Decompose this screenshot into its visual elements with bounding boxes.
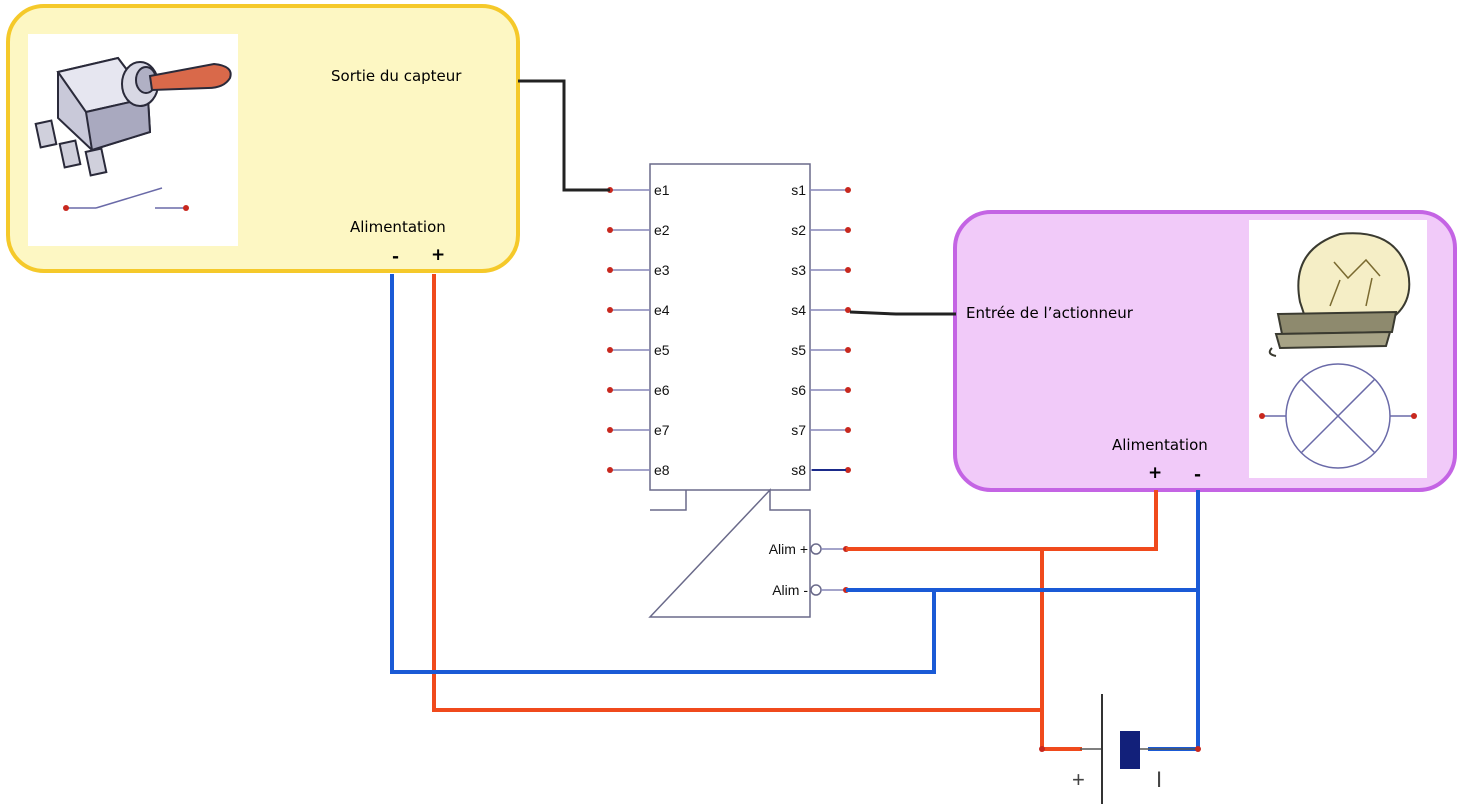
- input-pin-label: e6: [654, 382, 670, 398]
- input-pin-label: e3: [654, 262, 670, 278]
- wire-sensor-minus: [390, 274, 936, 674]
- actuator-power-label: Alimentation: [1112, 436, 1208, 454]
- output-pin-s7: s7: [791, 422, 851, 438]
- lamp-symbol: [1259, 363, 1417, 469]
- input-pin-e3: e3: [607, 262, 670, 278]
- input-pin-label: e2: [654, 222, 670, 238]
- sensor-plus-sign: +: [431, 245, 445, 265]
- output-pin-s2: s2: [791, 222, 851, 238]
- toggle-switch-image: [34, 56, 232, 177]
- input-pin-e6: e6: [607, 382, 670, 398]
- output-pin-s1: s1: [791, 182, 851, 198]
- wire-plus-bus: [1040, 549, 1082, 751]
- light-bulb-image: [1268, 232, 1411, 357]
- output-pin-s6: s6: [791, 382, 851, 398]
- input-pins: e1 e2 e3 e4 e5 e6 e7 e8: [607, 182, 670, 478]
- input-pin-label: e1: [654, 182, 670, 198]
- actuator-box: Entrée de l’actionneur Alimentation + -: [953, 210, 1457, 492]
- switch-symbol: [63, 187, 189, 211]
- output-pin-s5: s5: [791, 342, 851, 358]
- sensor-box: Sortie du capteur Alimentation - +: [6, 4, 520, 273]
- actuator-minus-sign: -: [1194, 465, 1201, 485]
- input-pin-e4: e4: [607, 302, 670, 318]
- wire-sensor-to-e1: [518, 79, 610, 192]
- wire-alim-plus: [846, 490, 1158, 551]
- actuator-plus-sign: +: [1148, 463, 1162, 483]
- output-pin-label: s2: [791, 222, 806, 238]
- output-pin-label: s5: [791, 342, 806, 358]
- output-pin-label: s1: [791, 182, 806, 198]
- output-pin-s4: s4: [791, 302, 851, 318]
- output-pin-label: s3: [791, 262, 806, 278]
- input-pin-label: e4: [654, 302, 670, 318]
- input-pin-label: e8: [654, 462, 670, 478]
- alim-plus-label: Alim +: [769, 541, 808, 557]
- interface-module: e1 e2 e3 e4 e5 e6 e7 e8 s1 s2 s3 s4 s5 s6 s7 s8 Alim +…: [607, 163, 851, 618]
- module-body: [649, 163, 811, 491]
- input-pin-label: e5: [654, 342, 670, 358]
- input-pin-e8: e8: [607, 462, 670, 478]
- alim-minus-terminal: Alim -: [772, 582, 849, 598]
- wire-sensor-plus: [432, 274, 1042, 712]
- output-pin-label: s8: [791, 462, 806, 478]
- wire-s4-to-actuator: [849, 310, 956, 316]
- battery-plus-sign: +: [1072, 767, 1085, 792]
- sensor-output-label: Sortie du capteur: [331, 67, 462, 85]
- alim-minus-label: Alim -: [772, 582, 808, 598]
- module-power-block: [648, 488, 811, 618]
- signal-wires: [518, 79, 956, 316]
- actuator-input-label: Entrée de l’actionneur: [966, 304, 1134, 322]
- output-pin-label: s6: [791, 382, 806, 398]
- sensor-power-label: Alimentation: [350, 218, 446, 236]
- output-pin-label: s4: [791, 302, 806, 318]
- input-pin-e1: e1: [607, 182, 670, 198]
- input-pin-e7: e7: [607, 422, 670, 438]
- output-pin-s3: s3: [791, 262, 851, 278]
- alim-plus-terminal: Alim +: [769, 541, 849, 557]
- battery-minus-sign: I: [1156, 767, 1162, 792]
- output-pin-label: s7: [791, 422, 806, 438]
- input-pin-e5: e5: [607, 342, 670, 358]
- battery-symbol: + I: [1039, 694, 1201, 804]
- sensor-minus-sign: -: [392, 247, 399, 267]
- input-pin-label: e7: [654, 422, 670, 438]
- input-pin-e2: e2: [607, 222, 670, 238]
